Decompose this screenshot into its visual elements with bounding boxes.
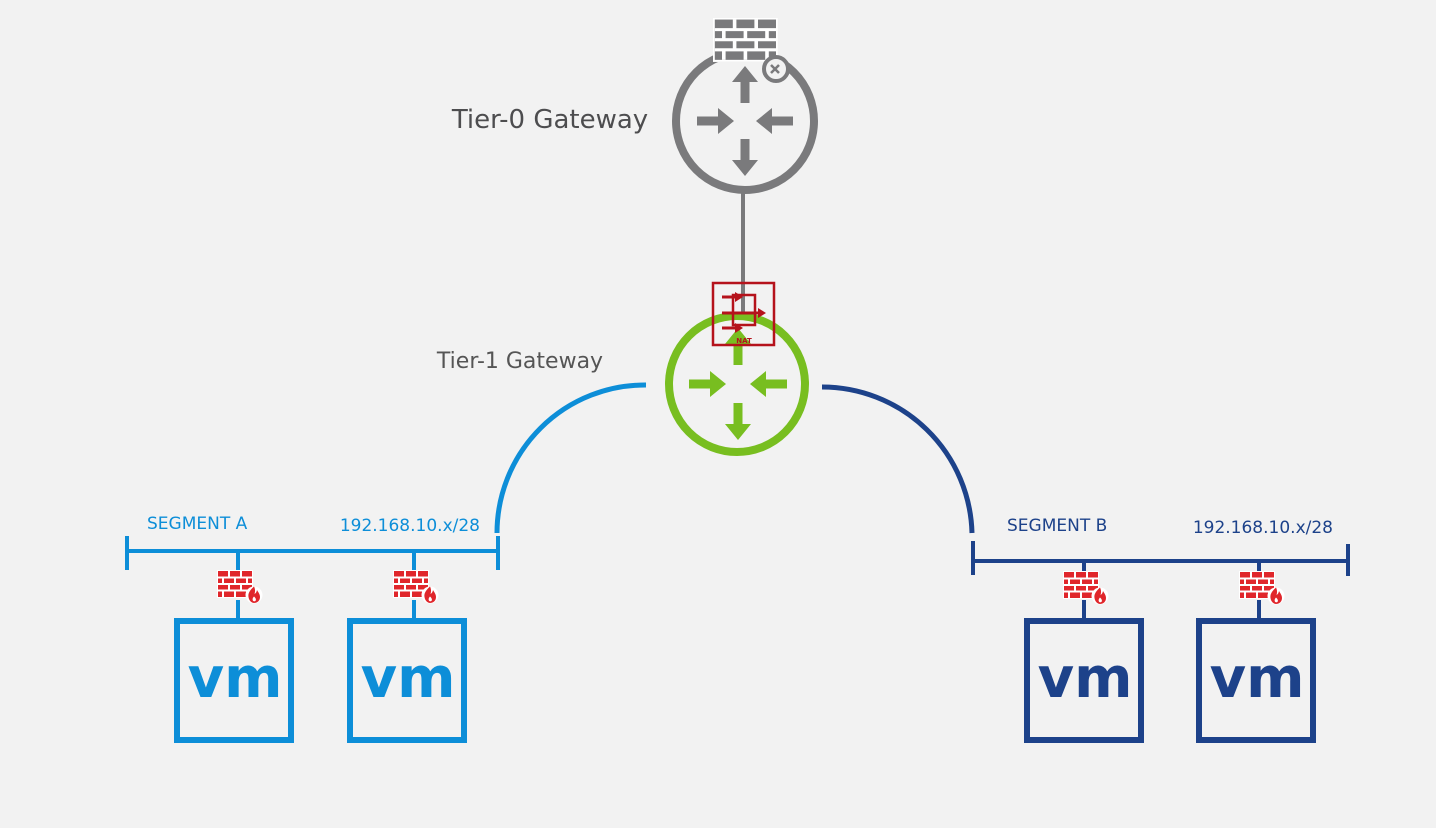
vm-label: vm: [1210, 646, 1305, 711]
segment-b-subnet: 192.168.10.x/28: [1193, 518, 1333, 538]
vm-a1[interactable]: vm: [174, 618, 294, 743]
segment-a-label: SEGMENT A: [147, 514, 248, 534]
tier1-gateway[interactable]: NAT: [665, 281, 809, 456]
tier0-gateway[interactable]: [672, 16, 818, 194]
firewall-icon: [217, 570, 263, 604]
segment-b[interactable]: vm vm: [971, 541, 1350, 743]
vm-icon: [1196, 618, 1316, 743]
router-icon: [665, 312, 809, 456]
tier1-label: Tier-1 Gateway: [436, 349, 603, 374]
segment-a[interactable]: vm vm: [125, 536, 500, 743]
firewall-icon: [711, 16, 790, 83]
nat-icon: NAT: [711, 281, 776, 347]
segment-b-uplink: [821, 384, 975, 534]
firewall-icon: [393, 570, 439, 604]
nat-text: NAT: [736, 337, 752, 345]
vm-label: vm: [361, 646, 456, 711]
segment-b-label: SEGMENT B: [1007, 516, 1107, 536]
segment-a-subnet: 192.168.10.x/28: [340, 516, 480, 536]
vm-icon: [347, 618, 467, 743]
vm-a2[interactable]: vm: [347, 618, 467, 743]
vm-b1[interactable]: vm: [1024, 618, 1144, 743]
vm-label: vm: [1038, 646, 1133, 711]
vm-b2[interactable]: vm: [1196, 618, 1316, 743]
vm-label: vm: [188, 646, 283, 711]
vm-icon: [1024, 618, 1144, 743]
tier0-label: Tier-0 Gateway: [451, 105, 648, 135]
vm-icon: [174, 618, 294, 743]
firewall-icon: [1063, 571, 1109, 605]
segment-a-uplink: [494, 382, 647, 534]
firewall-icon: [1239, 571, 1285, 605]
